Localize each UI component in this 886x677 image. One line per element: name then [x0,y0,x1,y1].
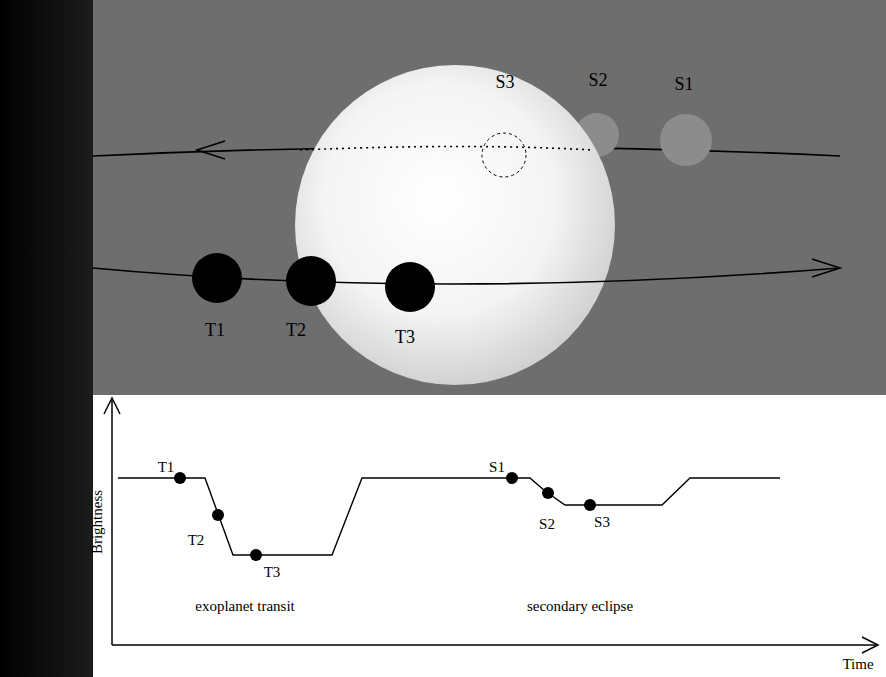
orbit-label: T1 [205,321,225,339]
curve-dot [584,499,596,511]
y-axis-arrow [104,398,120,414]
orbit-label: T2 [286,321,306,339]
sky-panel [93,0,886,395]
curve-label: S2 [539,517,555,532]
chart-panel [93,395,886,677]
hidden-orbit [300,147,593,151]
curve-label: T3 [264,565,281,580]
planet-t3 [385,262,435,312]
light-curve [118,478,780,555]
curve-dot [250,549,262,561]
orbit-label: S2 [588,71,607,89]
orbit-arrow-left [197,141,225,159]
phase-caption: exoplanet transit [195,599,295,614]
y-axis [111,398,113,645]
orbit-label: S3 [495,73,514,91]
star [295,65,615,385]
curve-dot [174,472,186,484]
curve-dot [506,472,518,484]
x-axis-arrow [862,637,878,653]
phase-caption: secondary eclipse [527,599,633,614]
orbit-label: T3 [395,328,415,346]
planet-t1 [192,253,242,303]
curve-label: T1 [158,460,175,475]
planet-t2 [286,256,336,306]
x-axis [112,644,878,646]
curve-dot [542,487,554,499]
curve-dot [212,509,224,521]
dark-margin [0,0,93,677]
curve-label: S3 [594,515,610,530]
planet-s3-hidden [482,133,526,177]
planet-s1 [660,114,712,166]
orbit-label: S1 [674,75,693,93]
axis-title: Time [842,657,873,672]
orbit-arrow-right [812,259,840,277]
curve-label: S1 [489,460,505,475]
axis-title: Brightness [90,490,105,554]
curve-label: T2 [188,533,205,548]
